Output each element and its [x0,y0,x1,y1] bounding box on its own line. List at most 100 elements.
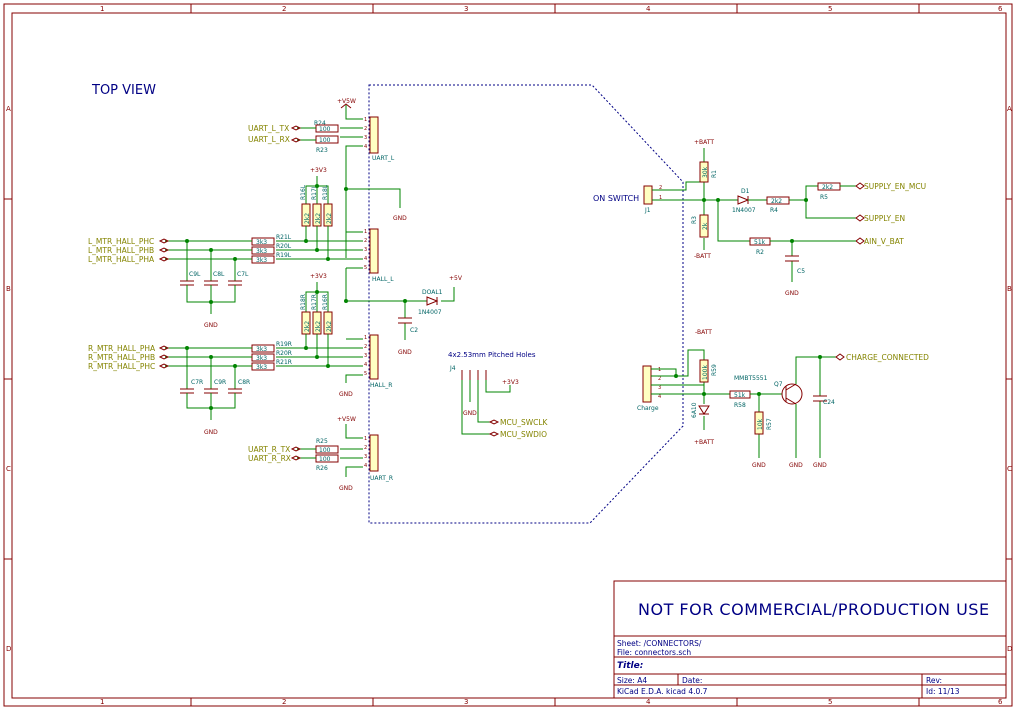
on-switch-note: ON SWITCH [593,194,639,203]
col-label-3-bottom: 3 [464,698,468,706]
supply-en-label: SUPPLY_EN [864,214,905,223]
hall-r-3v3-label: +3V3 [310,273,327,280]
svg-text:1: 1 [364,117,367,123]
q7-value: MMBT5551 [734,375,768,382]
r3-value: 2k [702,222,709,230]
uart-l-tx-label: UART_L_TX [248,124,289,133]
col-label-1-bottom: 1 [100,698,104,706]
charge-connector [642,365,652,403]
row-label-b-right: B [1007,285,1012,293]
svg-text:2: 2 [364,344,367,350]
mcu-swclk-label: MCU_SWCLK [500,418,549,427]
r23-value: 100 [319,137,331,144]
board-outline [368,84,684,524]
r-hall-pha-label: R_MTR_HALL_PHA [88,344,156,353]
svg-text:1: 1 [659,195,662,201]
r59-ref: R59 [711,364,718,376]
c8l-ref: C8L [213,271,225,278]
col-label-6-bottom: 6 [998,698,1003,706]
svg-text:1: 1 [364,335,367,341]
outer-frame [3,3,1013,707]
r20l-ref: R20L [276,243,292,250]
hall-r-connector [369,334,379,380]
r19r-value: 3k3 [256,346,267,353]
r24-ref: R24 [314,120,326,127]
svg-text:1: 1 [658,367,661,373]
batt-neg-label-1: -BATT [694,253,711,260]
svg-text:4: 4 [364,362,367,368]
q7-ref: Q7 [774,381,783,388]
row-label-a-right: A [1007,105,1012,113]
date-label: Date: [682,676,702,685]
svg-text:3: 3 [364,247,367,253]
r20r-ref: R20R [276,350,292,357]
r58-value: 51k [734,392,746,399]
c9l-ref: C9L [189,271,201,278]
uart-r-block: +V5W 12 34 UART_R R25 100 100 R26 UART_R… [248,416,393,492]
uart-l-block: +V5W 12 34 UART_L R24 100 100 R23 UART_L… [248,98,395,162]
r-hall-phb-label: R_MTR_HALL_PHB [88,353,155,362]
r16l-value: 2k2 [304,213,311,224]
svg-text:4: 4 [364,144,367,150]
sheet-label: Sheet: /CONNECTORS/ [617,639,702,648]
svg-text:2: 2 [364,238,367,244]
doal1-value: 1N4007 [418,309,442,316]
col-label-2: 2 [282,5,286,13]
row-label-b: B [6,285,11,293]
r5-value: 2k2 [822,184,833,191]
l-hall-phb-label: L_MTR_HALL_PHB [88,246,154,255]
uart-r-tx-label: UART_R_TX [248,445,290,454]
inner-frame [11,12,1007,699]
r18l-value: 2k2 [326,213,333,224]
charge-connected-label: CHARGE_CONNECTED [846,353,929,362]
svg-text:3: 3 [364,353,367,359]
col-label-1: 1 [100,5,104,13]
hall-l-ref: HALL_L [372,276,394,283]
svg-text:4: 4 [658,394,661,400]
batt-pos-label-1: +BATT [694,139,714,146]
row-label-c-right: C [1007,465,1012,473]
gnd-label-9: GND [752,462,766,469]
j4-block: 4x2.53mm Pitched Holes J4 +3V3 GND MCU_S… [448,351,549,439]
svg-text:5: 5 [364,371,367,377]
doal1-block: DOAL1 1N4007 +5V C2 GND [345,268,463,356]
r19l-value: 3k3 [256,257,267,264]
gnd-label-4: GND [204,429,218,436]
top-view-note: TOP VIEW [91,83,156,98]
hall-l-connector [369,228,379,274]
r20l-value: 3k3 [256,248,267,255]
gnd-label-10: GND [789,462,803,469]
pitched-holes-note: 4x2.53mm Pitched Holes [448,351,536,359]
r17r-ref: R17R [311,294,318,310]
gnd-label-2: GND [204,322,218,329]
r21l-ref: R21L [276,234,292,241]
charge-ref: Charge [637,405,659,412]
uart-r-connector [369,434,379,472]
r5-ref: R5 [820,194,828,201]
r16r-ref: R16R [322,294,329,310]
j1-connector [643,185,653,205]
row-label-d: D [6,645,11,653]
uart-l-ref: UART_L [372,155,395,162]
v5-label: +5V [449,275,463,282]
r17l-ref: R17L [311,184,318,200]
hall-r-ref: HALL_R [370,382,392,389]
r25-value: 100 [319,447,331,454]
uart-r-rx-label: UART_R_RX [248,454,291,463]
r1-value: 30k [702,166,709,178]
r4-value: 2k2 [771,198,782,205]
gnd-label-7: GND [463,410,477,417]
batt-pos-label-2: +BATT [694,439,714,446]
svg-text:4: 4 [364,463,367,469]
gnd-label-6: GND [339,485,353,492]
junction-dots [185,184,822,410]
r19r-ref: R19R [276,341,292,348]
title-block: NOT FOR COMMERCIAL/PRODUCTION USE Sheet:… [613,580,1007,699]
svg-text:2: 2 [364,445,367,451]
r1-ref: R1 [711,170,718,178]
r18r-ref: R18R [300,294,307,310]
r25-ref: R25 [316,438,328,445]
uart-l-v5sw-label: +V5W [337,98,356,105]
c7r-ref: C7R [191,379,203,386]
kicad-version-label: KiCad E.D.A. kicad 4.0.7 [617,687,708,696]
